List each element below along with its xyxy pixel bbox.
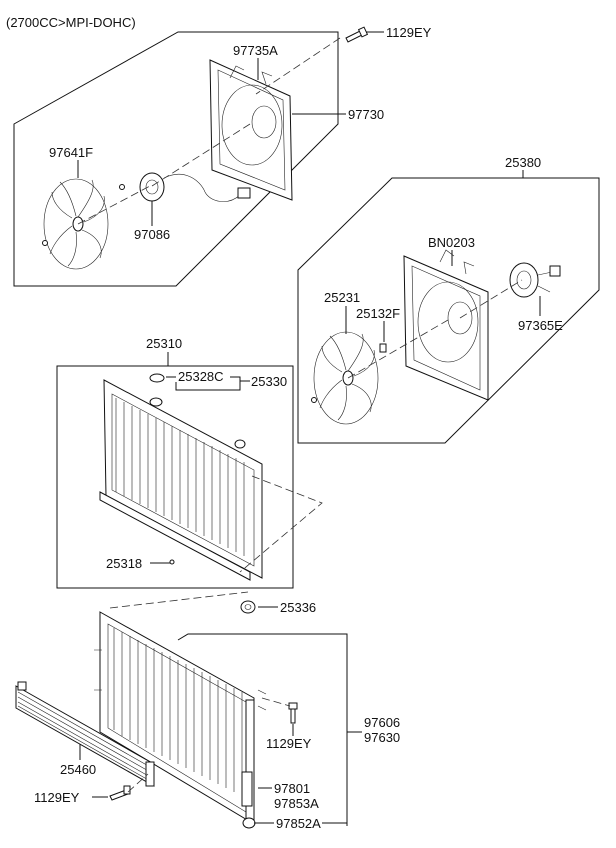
engine-note: (2700CC>MPI-DOHC) [6, 15, 136, 30]
label-25330: 25330 [251, 374, 287, 389]
fan-blade-97641F [42, 178, 109, 270]
label-1129EY-top: 1129EY [386, 25, 432, 40]
group-outline-25310 [56, 365, 294, 589]
label-25380: 25380 [505, 155, 541, 170]
label-25310: 25310 [146, 336, 182, 351]
radiator-cap-25328C [149, 373, 165, 383]
fan-motor-97086 [119, 172, 251, 202]
label-97735A: 97735A [233, 43, 278, 58]
label-97365E: 97365E [518, 318, 563, 333]
bolt-25132F [379, 343, 387, 353]
radiator-group-25310 [56, 365, 323, 589]
bolt-1129EY-bottom [109, 785, 131, 801]
label-25231: 25231 [324, 290, 360, 305]
condenser-group [94, 591, 348, 829]
label-BN0203: BN0203 [428, 235, 475, 250]
fan-shroud-25380 [403, 249, 489, 401]
bushing-25336 [240, 600, 256, 614]
receiver-drier-97801 [241, 771, 253, 807]
label-25328C: 25328C [178, 369, 224, 384]
fan-shroud-97730 [209, 59, 293, 201]
label-1129EY-mid: 1129EY [266, 736, 312, 751]
label-97086: 97086 [134, 227, 170, 242]
label-97730: 97730 [348, 107, 384, 122]
fan-shroud-group-25380 [297, 177, 600, 444]
bolt-1129EY-top [345, 26, 369, 43]
label-97606: 97606 [364, 715, 400, 730]
label-25132F: 25132F [356, 306, 400, 321]
radiator-25310 [99, 379, 263, 581]
label-97641F: 97641F [49, 145, 93, 160]
bolt-1129EY-mid [288, 702, 298, 724]
fan-motor-97365E [509, 262, 561, 298]
plug-97852A [242, 817, 256, 829]
label-97853A: 97853A [274, 796, 319, 811]
label-97801: 97801 [274, 781, 310, 796]
fan-blade-25231 [311, 331, 379, 425]
label-1129EY-bottom: 1129EY [34, 790, 80, 805]
label-25336: 25336 [280, 600, 316, 615]
label-97852A: 97852A [276, 816, 321, 831]
label-97630: 97630 [364, 730, 400, 745]
group-outline-97606 [177, 633, 348, 826]
group-outline-25380 [297, 177, 600, 444]
fan-shroud-group-97730 [13, 26, 369, 287]
oil-cooler-25460 [15, 681, 155, 787]
label-25318: 25318 [106, 556, 142, 571]
group-outline-97730 [13, 31, 339, 287]
label-25460: 25460 [60, 762, 96, 777]
